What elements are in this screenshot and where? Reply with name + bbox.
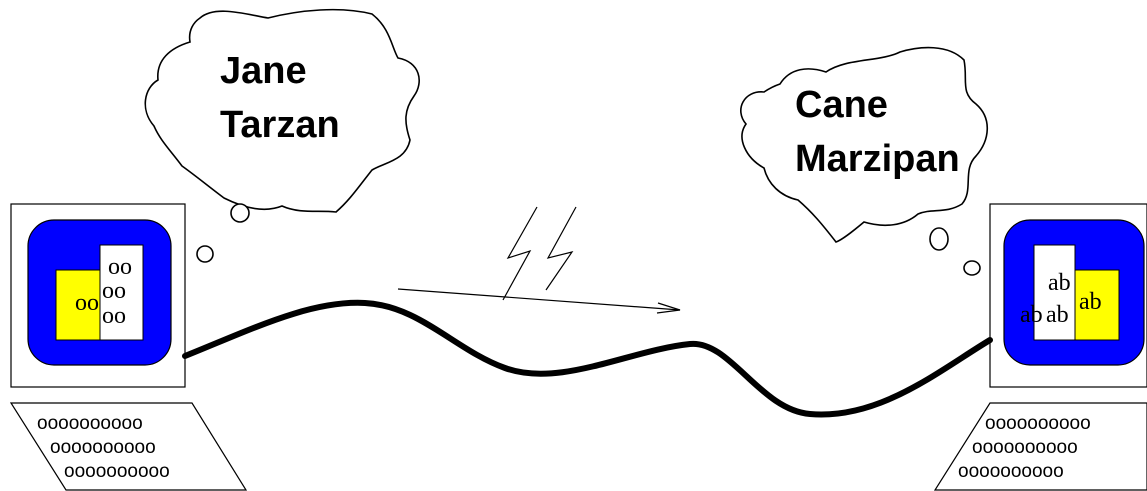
right-thought-line1: Cane (795, 84, 888, 126)
right-thought-dot-large (930, 228, 948, 250)
left-thought-dot-large (231, 204, 249, 222)
lightning-bolt-right (546, 207, 576, 290)
right-keyboard-row-1: oooooooooo (985, 413, 1091, 434)
right-keyboard: oooooooooo oooooooooo oooooooooo (935, 403, 1147, 490)
left-keyboard-row-3: oooooooooo (64, 461, 170, 482)
right-thought-bubble: Cane Marzipan (741, 48, 987, 275)
right-thought-dot-small (964, 261, 980, 275)
left-screen-glyph-1: oo (108, 254, 132, 280)
left-thought-bubble: Jane Tarzan (145, 10, 419, 262)
interference-lightning-icon (503, 207, 576, 300)
right-keyboard-row-2: oooooooooo (972, 437, 1078, 458)
left-thought-line2: Tarzan (220, 104, 340, 146)
left-screen-glyph-2: oo (102, 278, 126, 304)
left-screen-glyph-3: oo (75, 290, 99, 316)
left-computer-monitor: oo oo oo oo (11, 204, 185, 387)
right-screen-glyph-2: ab (1020, 302, 1043, 328)
message-arrow-shaft (398, 289, 680, 310)
right-screen-glyph-1: ab (1048, 270, 1071, 296)
right-computer-monitor: ab ab ab ab (990, 204, 1147, 387)
right-screen-glyph-3: ab (1046, 302, 1069, 328)
right-screen-glyph-4: ab (1079, 289, 1102, 315)
left-thought-dot-small (197, 246, 213, 262)
network-cable (185, 303, 990, 415)
message-arrow (398, 289, 680, 313)
lightning-bolt-left (503, 207, 537, 300)
left-keyboard-row-2: oooooooooo (50, 437, 156, 458)
left-keyboard-row-1: oooooooooo (37, 413, 143, 434)
right-keyboard-row-3: oooooooooo (958, 461, 1064, 482)
right-thought-line2: Marzipan (795, 138, 960, 180)
left-thought-line1: Jane (220, 50, 307, 92)
left-keyboard: oooooooooo oooooooooo oooooooooo (11, 403, 246, 490)
left-screen-glyph-4: oo (102, 303, 126, 329)
